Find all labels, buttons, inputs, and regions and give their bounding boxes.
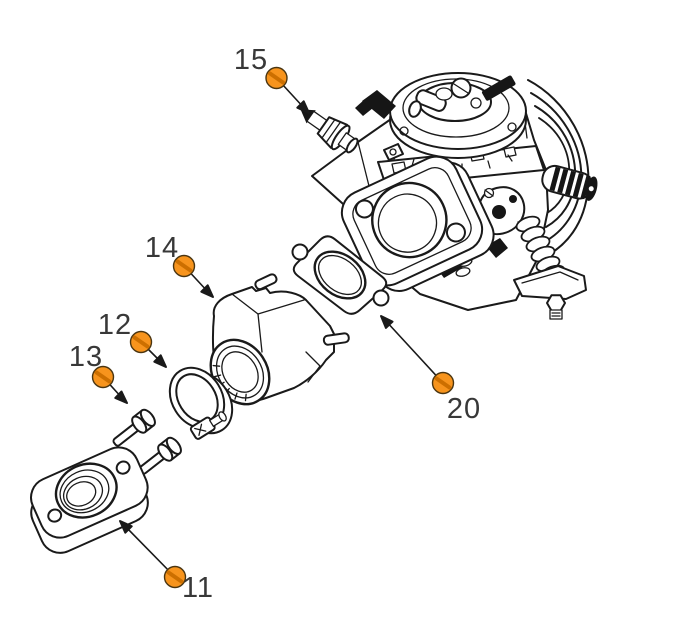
ribbed-shaft [541, 164, 598, 201]
callout-11: 11 [119, 520, 214, 604]
fuel-elbow-part [300, 109, 359, 154]
mounting-bolt-2 [138, 436, 182, 475]
gasket [291, 235, 390, 315]
callout-label-12[interactable]: 12 [98, 309, 132, 341]
fuel-inlet-stub [355, 75, 516, 119]
callout-13: 13 [69, 341, 128, 404]
arrowhead-13 [114, 390, 128, 404]
callout-dot-stripe [268, 71, 285, 85]
insulator-flange [30, 446, 149, 554]
callout-label-14[interactable]: 14 [145, 232, 179, 264]
callout-15: 15 [234, 44, 310, 114]
pulse-fitting [408, 87, 453, 118]
callout-dot-stripe [175, 259, 193, 273]
callout-label-20[interactable]: 20 [447, 393, 481, 425]
carburetor-mount-flange [340, 155, 495, 292]
callout-12: 12 [98, 309, 167, 368]
spring-foot-bracket [513, 265, 587, 300]
callout-label-11[interactable]: 11 [182, 572, 214, 604]
adapter-studs [254, 273, 350, 346]
arrowhead-15 [296, 100, 310, 114]
arrowhead-11 [119, 520, 133, 534]
callout-dot-stripe [132, 335, 150, 349]
callout-dot-stripe [94, 370, 112, 384]
leader-line-11 [123, 524, 176, 578]
callout-label-15[interactable]: 15 [234, 44, 268, 76]
hex-bolt [546, 294, 566, 312]
clamp-screw [189, 411, 227, 440]
arrowhead-14 [200, 284, 214, 298]
callout-14: 14 [145, 232, 214, 298]
pump-cover-dome [383, 72, 527, 172]
arrowhead-12 [153, 354, 167, 368]
carburetor-body [311, 72, 598, 320]
manifold-adapter [209, 273, 350, 406]
leader-line-20 [384, 319, 444, 384]
callout-dot-stripe [166, 570, 184, 584]
hose-clamp [168, 366, 234, 440]
diagram-line-art: 15 14 12 13 11 [30, 44, 598, 604]
callout-20: 20 [380, 315, 481, 425]
callout-label-13[interactable]: 13 [69, 341, 103, 373]
callout-dot-stripe [434, 376, 452, 390]
arrowhead-20 [380, 315, 394, 329]
mounting-bolt-1 [112, 408, 156, 447]
